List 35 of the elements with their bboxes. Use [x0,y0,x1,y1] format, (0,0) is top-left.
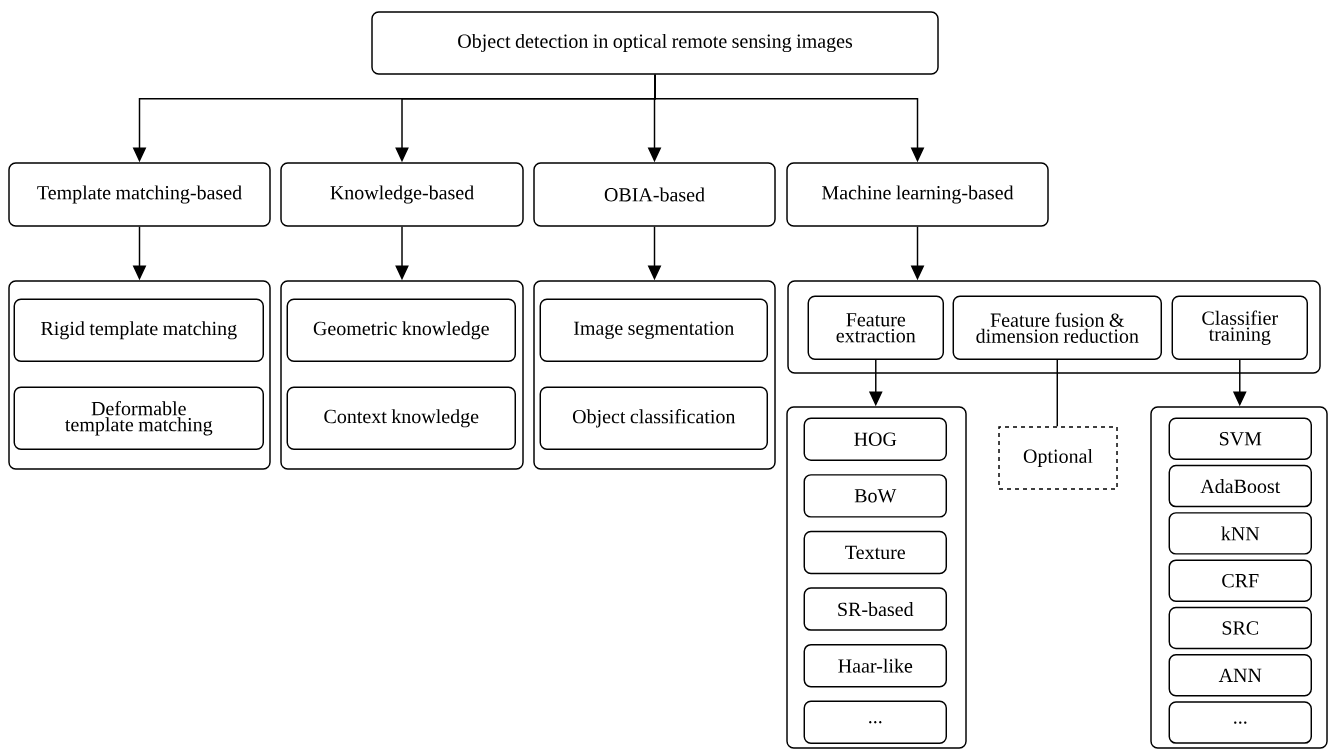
category-box: Knowledge-based [280,162,524,227]
method-box: CRF [1168,559,1312,602]
root-box: Object detection in optical remote sensing images [371,11,939,75]
group-frame [280,280,524,470]
group-frame [787,280,1321,374]
method-box: BoW [803,474,947,518]
dashed-box: Optional [998,426,1118,490]
group-frame [533,280,776,470]
method-box: SVM [1168,417,1312,460]
category-box: Template matching-based [8,162,271,227]
method-box: Feature fusion & dimension reduction [952,295,1162,360]
method-box: AdaBoost [1168,464,1312,508]
method-box: Deformable template matching [13,386,264,450]
method-box: HOG [803,417,947,461]
method-box: Image segmentation [539,298,768,362]
method-box: SR-based [803,587,947,631]
method-box: kNN [1168,512,1312,555]
method-box: SRC [1168,606,1312,650]
method-box: ANN [1168,654,1312,697]
method-box: Rigid template matching [13,298,264,362]
method-box: Haar-like [803,643,947,688]
method-box: ... [1168,701,1312,744]
method-box: Feature extraction [807,295,944,360]
method-box: Context knowledge [286,386,516,450]
method-box: Geometric knowledge [286,298,516,362]
group-frame [786,406,967,749]
category-box: Machine learning-based [786,162,1049,227]
connector-line [1056,359,1058,427]
method-box: Classifier training [1171,295,1308,360]
method-box: ... [803,700,947,744]
method-box: Object classification [539,386,768,450]
group-frame [8,280,271,470]
method-box: Texture [803,530,947,575]
category-box: OBIA-based [533,162,776,227]
group-frame [1150,406,1328,749]
